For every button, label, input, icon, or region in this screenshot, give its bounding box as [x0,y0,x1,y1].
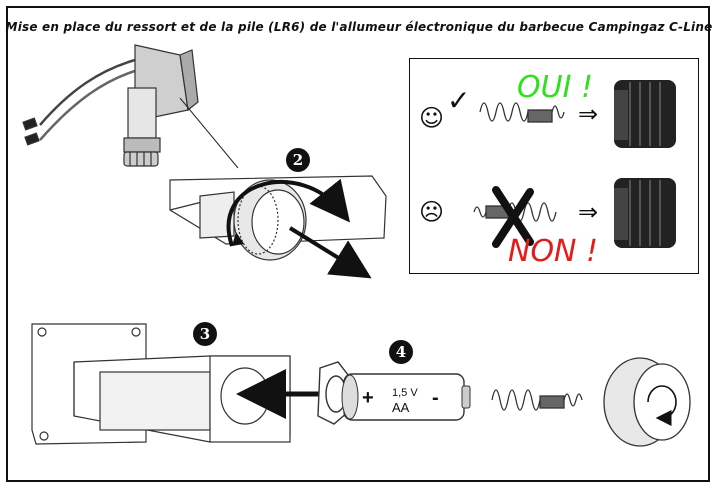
inset-good-cap [614,80,676,148]
ignitor-module [22,44,199,167]
good-arrow-icon: ⇒ [578,100,599,128]
inset-good-spring [479,102,565,123]
ignitor-housing-step3 [73,355,291,443]
battery-minus: - [432,387,439,409]
pointer-line [179,97,239,169]
bad-arrow-icon: ⇒ [578,198,599,226]
step-4-badge: 4 [389,340,413,364]
ignitor-housing-step2 [169,175,387,261]
diagram-frame [6,6,710,482]
bottom-spring [491,389,583,411]
step-3-badge: 3 [193,322,217,346]
check-icon: ✓ [447,84,471,117]
good-label: OUI ! [517,70,593,105]
cross-mark [492,186,534,248]
diagram-title: Mise en place du ressort et de la pile (… [5,20,713,34]
rotate-arrow-tail [232,232,244,246]
smile-face-icon: ☺ [419,104,445,132]
bad-label: NON ! [508,234,599,269]
battery-plus: + [362,387,374,409]
spring-orientation-inset [409,58,699,274]
battery-size: AA [392,400,410,415]
ignitor-knob [603,357,691,447]
rotate-arrow [226,178,351,247]
sad-face-icon: ☹ [419,198,445,226]
inset-bad-cap [614,178,676,248]
aa-battery [341,373,471,421]
battery-voltage: 1,5 V [392,387,418,399]
step-2-badge: 2 [286,148,310,172]
pull-arrow [288,226,372,279]
